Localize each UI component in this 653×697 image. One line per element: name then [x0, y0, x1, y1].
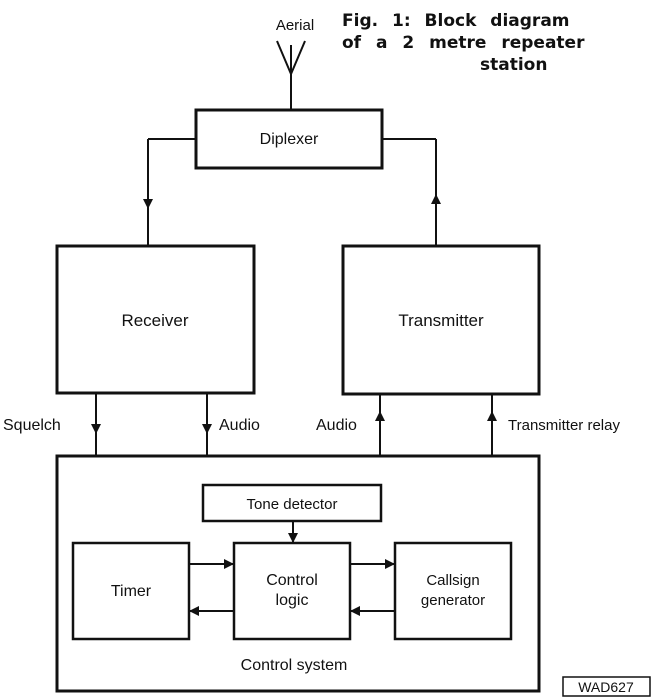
transmitter-to-diplexer-arrow: [382, 138, 441, 246]
aerial-antenna-icon: [276, 40, 306, 110]
control-logic-label-2: logic: [276, 592, 309, 609]
squelch-label: Squelch: [3, 417, 61, 434]
control-system-block: Control system: [55, 454, 541, 693]
caption-line-3: station: [480, 55, 548, 75]
reference-code-box: WAD627: [562, 676, 651, 697]
diplexer-label: Diplexer: [260, 131, 319, 148]
transmitter-relay-label: Transmitter relay: [508, 417, 620, 434]
transmitter-block: Transmitter: [341, 244, 541, 396]
control-system-label: Control system: [241, 657, 348, 674]
audio-tx-label: Audio: [316, 417, 357, 434]
reference-code: WAD627: [578, 679, 634, 695]
timer-label: Timer: [111, 583, 152, 600]
receiver-label: Receiver: [121, 311, 188, 330]
callsign-generator-block: Callsign generator: [393, 541, 513, 641]
diplexer-block: Diplexer: [194, 108, 384, 170]
audio-rx-label: Audio: [219, 417, 260, 434]
timer-block: Timer: [71, 541, 191, 641]
tone-detector-block: Tone detector: [201, 483, 383, 523]
figure-caption: Fig. 1: Block diagram of a 2 metre repea…: [342, 10, 653, 76]
aerial-label: Aerial: [276, 17, 314, 34]
control-logic-block: Control logic: [232, 541, 352, 641]
control-logic-label-1: Control: [266, 572, 318, 589]
diplexer-to-receiver-arrow: [143, 138, 196, 246]
transmitter-label: Transmitter: [398, 311, 484, 330]
callsign-label-2: generator: [421, 592, 485, 609]
caption-line-2: of a 2 metre repeater: [342, 33, 585, 53]
logic-callsign-arrows: [350, 559, 395, 616]
receiver-block: Receiver: [55, 244, 256, 395]
caption-line-1: Fig. 1: Block diagram: [342, 11, 570, 31]
timer-logic-arrows: [189, 559, 234, 616]
callsign-label-1: Callsign: [426, 572, 479, 589]
tone-detector-label: Tone detector: [247, 496, 338, 513]
